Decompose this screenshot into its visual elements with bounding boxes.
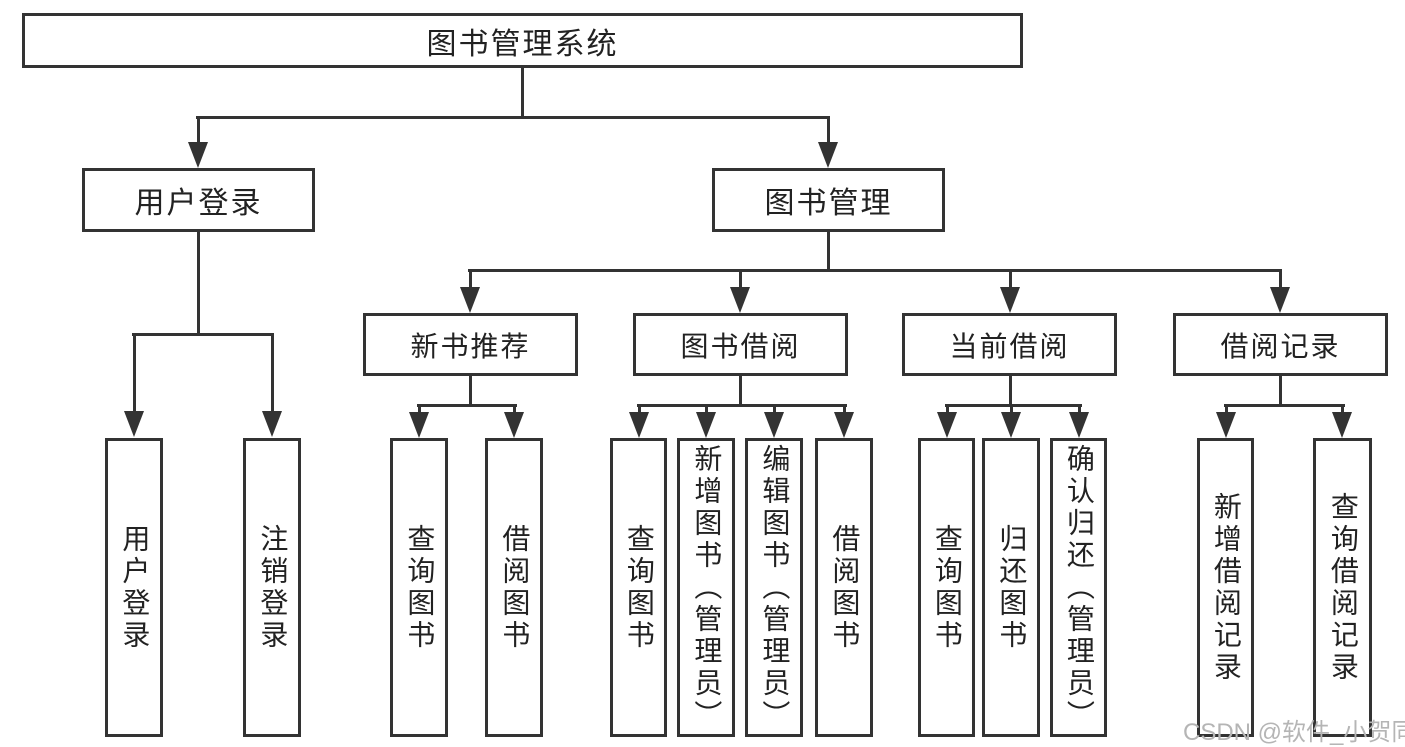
leaf-edit-book-admin: 编辑图书（管理员） [745,438,803,737]
leaf-user-login: 用户登录 [105,438,163,737]
arrow-down-recommend-borrow [504,412,524,438]
connector-drop-current-query [946,404,949,414]
node-label: 归还图书 [996,523,1028,652]
leaf-query-borrow-record: 查询借阅记录 [1313,438,1372,737]
connector-drop-user-login-leaf [133,333,136,413]
leaf-return-book: 归还图书 [982,438,1040,737]
arrow-down-current-query [937,412,957,438]
node-label: 图书管理系统 [426,27,619,61]
node-user-login: 用户登录 [82,168,315,232]
node-label: 当前借阅 [949,330,1070,362]
connector-recommend-crossbar [417,404,517,407]
node-label: 借阅记录 [1220,330,1341,362]
arrow-down-borrowing-borrow [834,412,854,438]
node-label: 查询图书 [623,523,655,652]
arrow-down-edit-book [764,412,784,438]
node-label: 借阅图书 [499,523,531,652]
connector-drop-add-record [1225,404,1228,414]
arrow-down-add-record [1216,412,1236,438]
leaf-add-book-admin: 新增图书（管理员） [677,438,735,737]
arrow-down-new-book-recommend [460,287,480,313]
arrow-down-book-borrowing [730,287,750,313]
arrow-down-current-borrowing [1000,287,1020,313]
connector-drop-recommend-query [418,404,421,414]
connector-current-stem [1009,376,1012,407]
leaf-logout: 注销登录 [243,438,301,737]
connector-drop-borrowing-query [638,404,641,414]
arrow-down-user-login [188,142,208,168]
connector-records-stem [1279,376,1282,407]
arrow-down-query-record [1332,412,1352,438]
connector-userlogin-stem [197,232,200,336]
connector-drop-return-book [1010,404,1013,414]
connector-borrowing-stem [739,376,742,407]
connector-root-stem [521,68,524,119]
arrow-down-confirm-return [1069,412,1089,438]
connector-drop-book-management [827,116,830,144]
connector-drop-add-book [705,404,708,414]
connector-drop-recommend-borrow [513,404,516,414]
connector-root-crossbar [196,116,830,119]
arrow-down-book-management [818,142,838,168]
arrow-down-logout [262,411,282,437]
connector-current-crossbar [945,404,1082,407]
connector-drop-current-borrowing [1009,269,1012,289]
connector-bookmgmt-crossbar [468,269,1282,272]
arrow-down-return-book [1001,412,1021,438]
arrow-down-recommend-query [409,412,429,438]
node-current-borrowing: 当前借阅 [902,313,1117,376]
node-label: 图书管理 [764,187,893,220]
node-label: 查询图书 [931,523,963,652]
leaf-borrowing-query-book: 查询图书 [610,438,667,737]
node-label: 新书推荐 [410,330,531,362]
connector-drop-borrowing-records [1279,269,1282,289]
node-label: 新增借阅记录 [1210,491,1242,684]
arrow-down-user-login-leaf [124,411,144,437]
connector-borrowing-crossbar [637,404,847,407]
leaf-add-borrow-record: 新增借阅记录 [1197,438,1254,737]
node-borrowing-records: 借阅记录 [1173,313,1388,376]
leaf-confirm-return-admin: 确认归还（管理员） [1050,438,1107,737]
node-label: 借阅图书 [829,523,861,652]
connector-drop-book-borrowing [739,269,742,289]
arrow-down-borrowing-records [1270,287,1290,313]
leaf-recommend-borrow-book: 借阅图书 [485,438,543,737]
connector-drop-logout [271,333,274,413]
node-label: 查询借阅记录 [1327,491,1359,684]
node-label: 用户登录 [134,187,263,220]
node-label: 图书借阅 [680,330,801,362]
node-label: 用户登录 [119,523,151,652]
node-label: 注销登录 [257,523,289,652]
csdn-watermark: CSDN @软件_小贺同学 [1183,719,1405,746]
connector-drop-edit-book [773,404,776,414]
connector-drop-new-book-recommend [469,269,472,289]
leaf-current-query-book: 查询图书 [918,438,975,737]
connector-drop-borrowing-borrow [843,404,846,414]
node-book-borrowing: 图书借阅 [633,313,848,376]
arrow-down-borrowing-query [629,412,649,438]
node-label: 新增图书（管理员） [691,443,723,732]
connector-recommend-stem [469,376,472,407]
connector-records-crossbar [1224,404,1345,407]
node-root-library-system: 图书管理系统 [22,13,1023,68]
connector-drop-confirm-return [1078,404,1081,414]
node-new-book-recommend: 新书推荐 [363,313,578,376]
node-book-management: 图书管理 [712,168,945,232]
connector-bookmgmt-stem [827,232,830,272]
connector-drop-user-login [197,116,200,144]
leaf-recommend-query-book: 查询图书 [390,438,448,737]
arrow-down-add-book [696,412,716,438]
connector-drop-query-record [1341,404,1344,414]
connector-userlogin-crossbar [132,333,274,336]
node-label: 确认归还（管理员） [1063,443,1095,732]
leaf-borrowing-borrow-book: 借阅图书 [815,438,873,737]
node-label: 编辑图书（管理员） [759,443,791,732]
node-label: 查询图书 [404,523,436,652]
